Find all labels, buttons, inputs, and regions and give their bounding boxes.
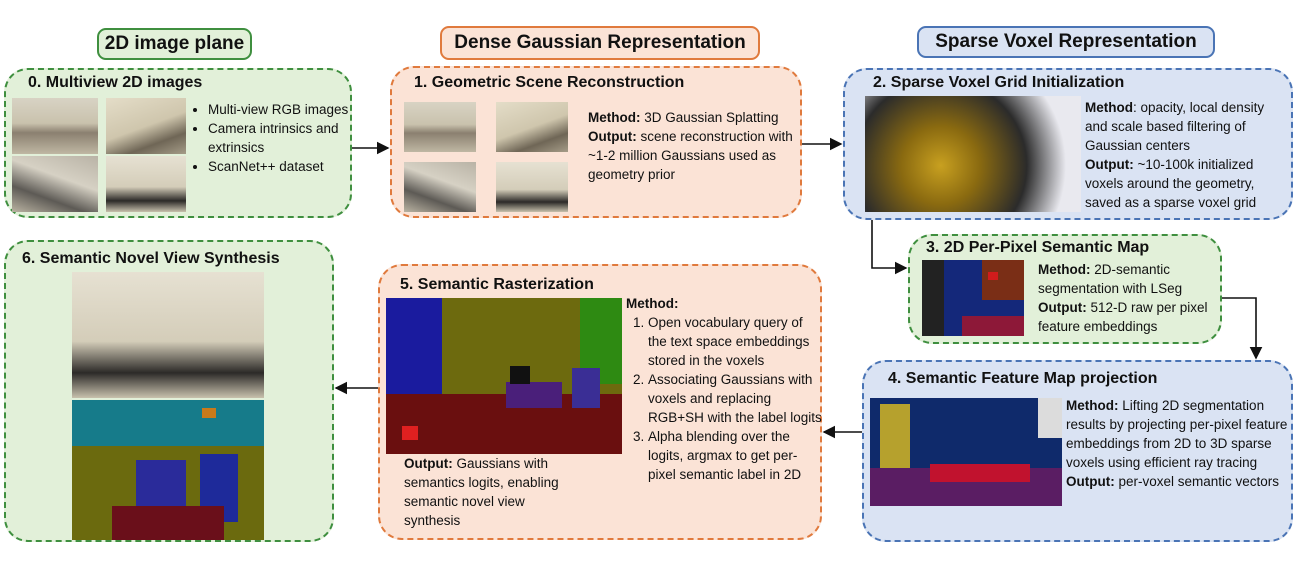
step1-title: 1. Geometric Scene Reconstruction: [414, 74, 685, 91]
step0-image-4: [106, 156, 186, 212]
step6-semantic-image: [72, 400, 264, 540]
step2-box: 2. Sparse Voxel Grid Initialization Meth…: [843, 68, 1293, 220]
step1-image-4: [496, 162, 568, 212]
step0-image-2: [106, 98, 186, 154]
step4-box: 4. Semantic Feature Map projection Metho…: [862, 360, 1293, 542]
step2-method: : opacity, local density and scale based…: [1085, 100, 1265, 153]
step0-box: 0. Multiview 2D images Multi-view RGB im…: [4, 68, 352, 218]
header-dense-gaussian: Dense Gaussian Representation: [440, 26, 760, 60]
step5-box: 5. Semantic Rasterization Method: Open v…: [378, 264, 822, 540]
step3-output: 512-D raw per pixel feature embeddings: [1038, 300, 1208, 334]
step1-output-label: Output:: [588, 129, 637, 144]
arrow-2-to-3: [871, 220, 908, 275]
step2-output-label: Output:: [1085, 157, 1134, 172]
step4-output: per-voxel semantic vectors: [1114, 474, 1280, 489]
step3-segmentation-image: [922, 260, 1024, 336]
step1-output: scene reconstruction with ~1-2 million G…: [588, 129, 793, 182]
step5-method-item: Associating Gaussians with voxels and re…: [648, 370, 822, 427]
step1-box: 1. Geometric Scene Reconstruction Method…: [390, 66, 802, 218]
step0-bullet: ScanNet++ dataset: [208, 157, 352, 176]
step2-voxel-image: [865, 96, 1081, 212]
step2-method-label: Method: [1085, 100, 1133, 115]
step1-method: 3D Gaussian Splatting: [640, 110, 779, 125]
step1-image-2: [496, 102, 568, 152]
step5-output-label: Output:: [404, 456, 453, 471]
step5-title: 5. Semantic Rasterization: [400, 276, 594, 293]
step2-output: ~10-100k initialized voxels around the g…: [1085, 157, 1257, 210]
step1-method-label: Method:: [588, 110, 641, 125]
step3-method-label: Method:: [1038, 262, 1091, 277]
step0-bullet: Camera intrinsics and extrinsics: [208, 119, 352, 157]
step5-method-block: Method: Open vocabulary query of the tex…: [626, 294, 822, 484]
step2-text: Method: opacity, local density and scale…: [1085, 98, 1285, 212]
step6-box: 6. Semantic Novel View Synthesis: [4, 240, 334, 542]
step4-method: Lifting 2D segmentation results by proje…: [1066, 398, 1288, 470]
step0-bullets: Multi-view RGB images Camera intrinsics …: [192, 100, 352, 176]
step3-method: 2D-semantic segmentation with LSeg: [1038, 262, 1183, 296]
step0-image-1: [12, 98, 98, 154]
header-sparse-voxel: Sparse Voxel Representation: [917, 26, 1215, 58]
step4-text: Method: Lifting 2D segmentation results …: [1066, 396, 1290, 491]
step5-method-label: Method:: [626, 296, 679, 311]
arrow-3-to-4: [1222, 297, 1263, 360]
step5-output-block: Output: Gaussians with semantics logits,…: [404, 454, 574, 530]
step1-image-1: [404, 102, 476, 152]
step3-title: 3. 2D Per-Pixel Semantic Map: [926, 239, 1150, 256]
step0-image-3: [12, 156, 98, 212]
header-2d-image-plane: 2D image plane: [97, 28, 252, 60]
step6-title: 6. Semantic Novel View Synthesis: [22, 250, 280, 267]
step3-box: 3. 2D Per-Pixel Semantic Map Method: 2D-…: [908, 234, 1222, 344]
step2-title: 2. Sparse Voxel Grid Initialization: [873, 74, 1125, 91]
step5-rasterization-image: [386, 298, 622, 454]
step0-title: 0. Multiview 2D images: [28, 74, 203, 91]
step0-bullet: Multi-view RGB images: [208, 100, 352, 119]
step4-title: 4. Semantic Feature Map projection: [888, 370, 1158, 387]
step3-text: Method: 2D-semantic segmentation with LS…: [1038, 260, 1218, 336]
step1-image-3: [404, 162, 476, 212]
step4-method-label: Method:: [1066, 398, 1119, 413]
step4-feature-map-image: [870, 398, 1062, 506]
step1-text: Method: 3D Gaussian Splatting Output: sc…: [588, 108, 798, 184]
step5-method-item: Alpha blending over the logits, argmax t…: [648, 427, 822, 484]
step4-output-label: Output:: [1066, 474, 1115, 489]
step6-rgb-image: [72, 272, 264, 398]
step5-method-item: Open vocabulary query of the text space …: [648, 313, 822, 370]
step3-output-label: Output:: [1038, 300, 1087, 315]
step5-output: Gaussians with semantics logits, enablin…: [404, 456, 559, 528]
